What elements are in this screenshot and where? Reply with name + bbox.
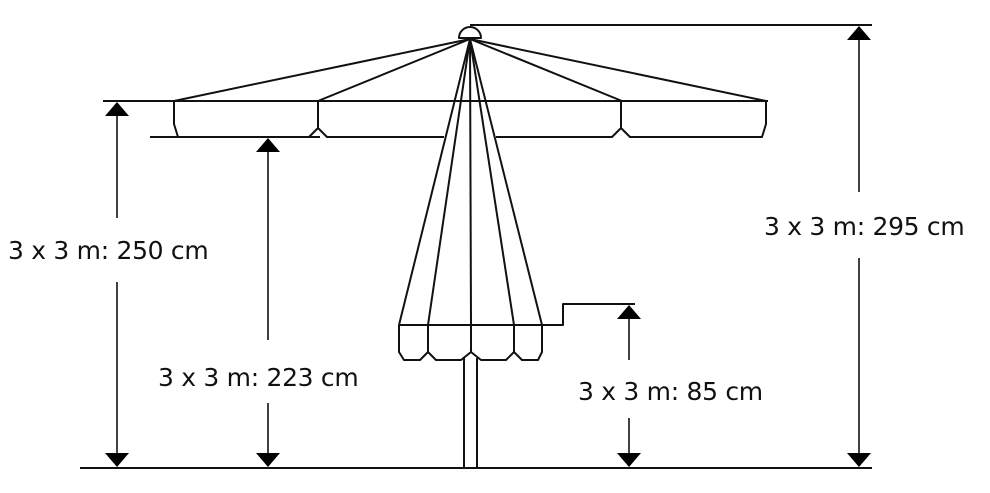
open-canopy-valance [173,101,767,138]
dimension-line-85 [617,305,641,467]
closed-canopy-folds [398,38,543,326]
finial-cap [458,26,482,39]
label-canopy-edge-height: 3 x 3 m: 250 cm [8,236,209,266]
dimension-line-295 [847,26,871,467]
dimension-line-223 [256,138,280,467]
umbrella-pole [463,358,478,468]
dimension-line-250 [105,102,129,467]
closed-canopy-valance [398,303,635,361]
label-closed-canopy-height: 3 x 3 m: 85 cm [578,377,763,407]
canopy-ribs [173,38,767,102]
label-clearance-height: 3 x 3 m: 223 cm [158,363,359,393]
label-total-height: 3 x 3 m: 295 cm [764,212,965,242]
